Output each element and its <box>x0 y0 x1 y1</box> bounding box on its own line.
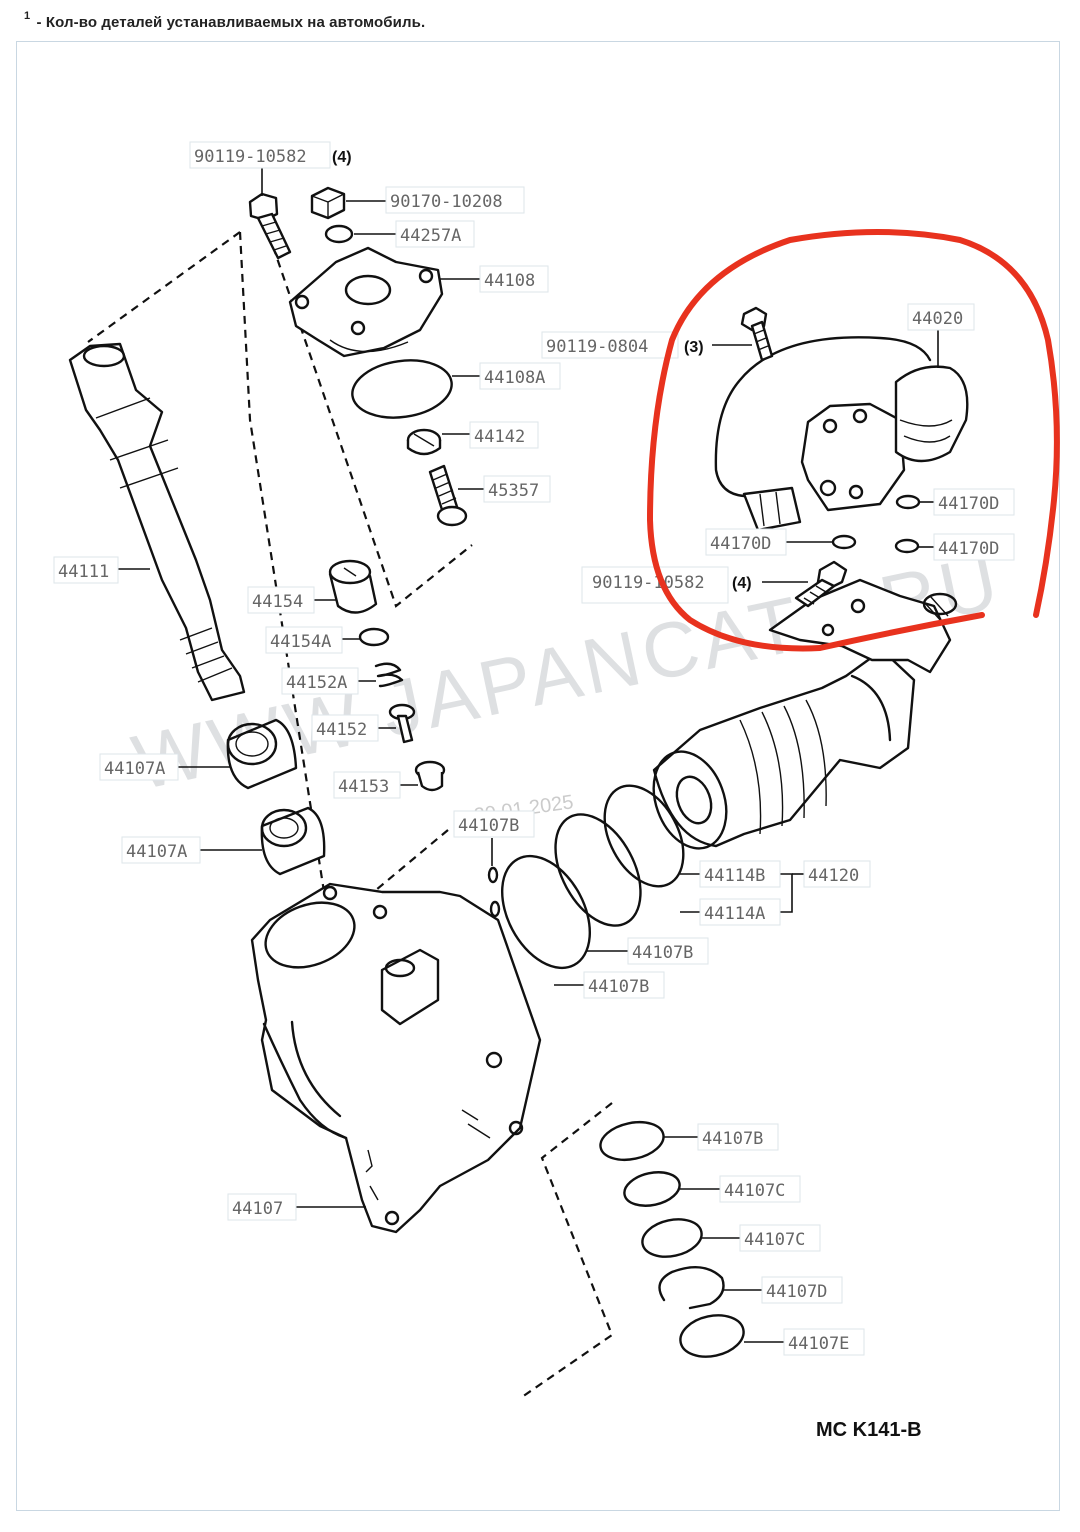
pin-44152 <box>388 703 416 744</box>
label-44142: 44142 <box>474 427 525 447</box>
label-44108A: 44108A <box>484 368 545 388</box>
qty-4-mid: (4) <box>732 575 752 592</box>
label-90119-10582-mid: 90119-10582 <box>592 573 705 593</box>
bolt-90119-10582-mid <box>794 560 848 608</box>
ring-44107B-2 <box>554 813 642 927</box>
label-44020: 44020 <box>912 309 963 329</box>
qty-4-top: (4) <box>332 149 352 166</box>
valve-44120 <box>652 578 958 850</box>
label-44107E: 44107E <box>788 1334 849 1354</box>
part-labels: 90119-10582 (4) 90170-10208 44257A 44108… <box>53 141 1015 1356</box>
label-90119-10582-top: 90119-10582 <box>194 147 307 167</box>
label-44107B-top: 44107B <box>458 816 519 836</box>
label-44170D-1: 44170D <box>938 494 999 514</box>
oring-44108A <box>351 359 453 419</box>
label-44107A-1: 44107A <box>104 759 165 779</box>
footnote: 1 - Кол-во деталей устанавливаемых на ав… <box>24 10 426 31</box>
seal-44107B-small-2 <box>489 900 501 918</box>
label-44154: 44154 <box>252 592 303 612</box>
label-44120: 44120 <box>808 866 859 886</box>
label-90170-10208: 90170-10208 <box>390 192 503 212</box>
housing-44107 <box>250 882 542 1234</box>
label-44153: 44153 <box>338 777 389 797</box>
plug-44154 <box>328 559 378 614</box>
oring-44170D-1 <box>895 494 921 510</box>
bolt-90119-0804 <box>740 306 774 362</box>
red-annotation-circle <box>647 229 1060 652</box>
assembly-dash-lines <box>87 219 614 1398</box>
oring-44154A <box>358 627 390 647</box>
label-44170D-3: 44170D <box>938 539 999 559</box>
ring-44107C-2 <box>641 1218 703 1258</box>
ring-44107C-1 <box>623 1171 681 1207</box>
label-44107B-r1: 44107B <box>632 943 693 963</box>
label-44107A-2: 44107A <box>126 842 187 862</box>
label-44107C-1: 44107C <box>724 1181 785 1201</box>
ring-44107B-1 <box>500 854 592 970</box>
shaft-44111 <box>68 342 246 702</box>
footnote-marker: 1 <box>24 10 31 22</box>
label-44107: 44107 <box>232 1199 283 1219</box>
label-44107B-r2: 44107B <box>588 977 649 997</box>
oring-44170D-2 <box>831 534 857 550</box>
bearing-44107A-lower <box>260 806 326 876</box>
label-44152A: 44152A <box>286 673 347 693</box>
cover-44108 <box>288 246 444 358</box>
bolt-90119-10582-top <box>248 192 292 260</box>
label-44154A: 44154A <box>270 632 331 652</box>
qty-3: (3) <box>684 339 704 356</box>
label-44152: 44152 <box>316 720 367 740</box>
label-44111: 44111 <box>58 562 109 582</box>
label-44107C-2: 44107C <box>744 1230 805 1250</box>
part-44153 <box>414 760 446 792</box>
plug-44142 <box>406 428 442 456</box>
ring-44107B-lower <box>599 1120 665 1162</box>
label-44107D: 44107D <box>766 1282 827 1302</box>
label-90119-0804: 90119-0804 <box>546 337 648 357</box>
label-44170D-2: 44170D <box>710 534 771 554</box>
washer-44257A <box>324 224 354 244</box>
snap-ring-44107D <box>658 1266 725 1310</box>
diagram-code: MC K141-B <box>816 1419 922 1441</box>
spring-44152A <box>374 662 404 688</box>
bearing-44107A-upper <box>226 718 298 790</box>
seal-44107E <box>679 1314 745 1358</box>
oring-44170D-3 <box>894 538 920 554</box>
label-44114A: 44114A <box>704 904 765 924</box>
label-44107B-low: 44107B <box>702 1129 763 1149</box>
nut-90170-10208 <box>310 186 346 220</box>
label-44108: 44108 <box>484 271 535 291</box>
screw-45357 <box>428 464 468 527</box>
footnote-text: - Кол-во деталей устанавливаемых на авто… <box>36 14 426 31</box>
seal-44107B-small-1 <box>487 866 499 884</box>
label-45357: 45357 <box>488 481 539 501</box>
solenoid-valve-44020 <box>714 336 969 532</box>
label-44114B: 44114B <box>704 866 765 886</box>
label-44257A: 44257A <box>400 226 461 246</box>
